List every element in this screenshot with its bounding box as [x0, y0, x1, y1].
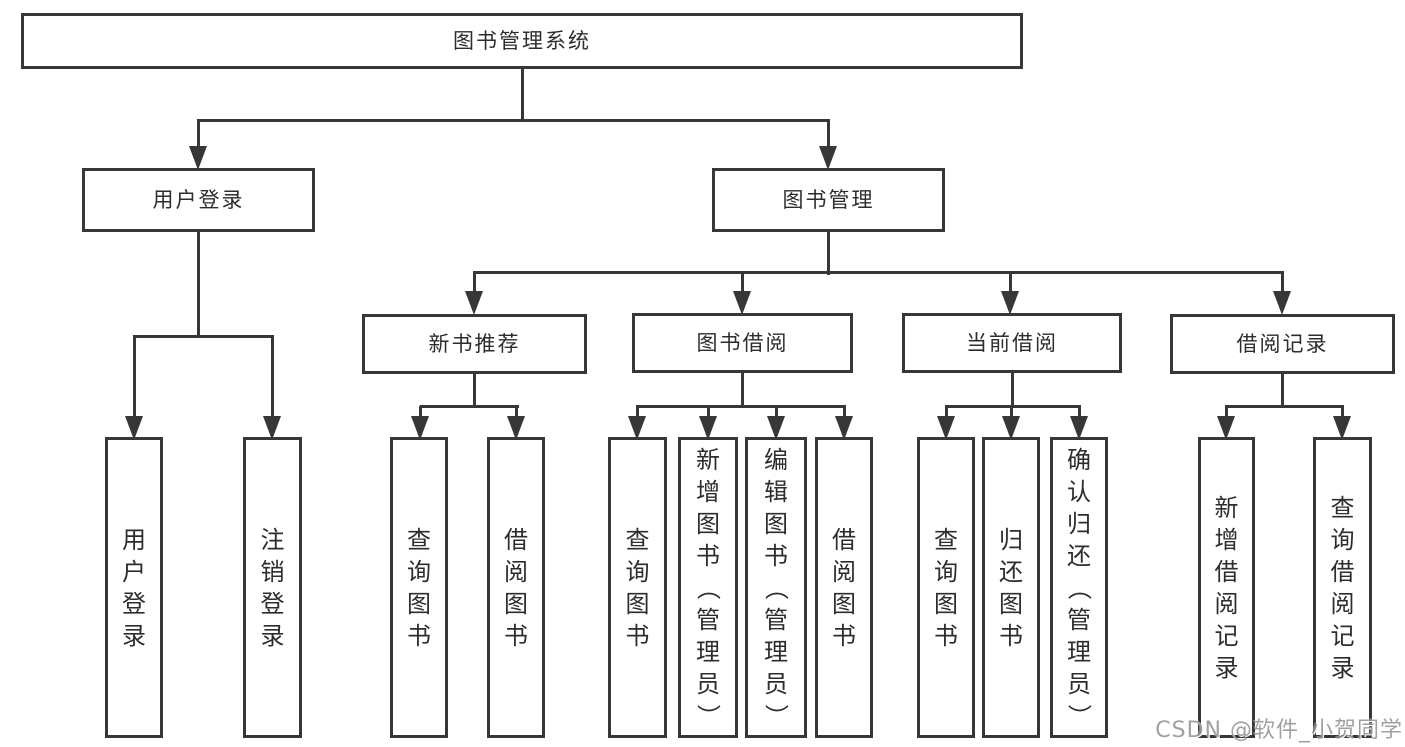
arrowhead-down-icon [411, 416, 429, 440]
arrowhead-down-icon [835, 416, 853, 440]
node-new-book-recommendation: 新书推荐 [362, 314, 587, 374]
node-leaf-add-borrow-record: 新增借阅记录 [1198, 437, 1255, 738]
node-label: 图书管理 [782, 187, 875, 212]
connector-line [1224, 404, 1344, 408]
node-book-management: 图书管理 [712, 168, 945, 232]
arrowhead-down-icon [1333, 416, 1351, 440]
connector-line [1280, 374, 1284, 408]
node-label: 用户登录 [152, 187, 245, 212]
node-label: 新书推荐 [428, 331, 521, 356]
node-label: 查询图书 [934, 525, 958, 650]
node-leaf-return-books: 归还图书 [982, 437, 1040, 738]
connector-line [1340, 406, 1344, 420]
node-label: 归还图书 [999, 525, 1023, 650]
node-label: 借阅图书 [504, 525, 528, 650]
arrowhead-down-icon [263, 416, 281, 440]
connector-line [1010, 373, 1014, 408]
node-label: 新增借阅记录 [1214, 493, 1239, 682]
node-leaf-query-books-3: 查询图书 [917, 437, 975, 738]
node-label: 借阅图书 [832, 525, 856, 650]
connector-line [270, 336, 274, 420]
connector-line [774, 406, 778, 420]
connector-line [196, 118, 830, 122]
node-leaf-borrow-books-1: 借阅图书 [487, 437, 545, 738]
node-leaf-add-books-admin: 新增图书（管理员） [678, 437, 738, 738]
arrowhead-down-icon [1273, 291, 1291, 315]
connector-line [514, 406, 518, 420]
node-label: 当前借阅 [966, 330, 1058, 355]
connector-line [419, 404, 519, 408]
connector-line [472, 270, 1284, 274]
connector-line [635, 404, 846, 408]
connector-line [706, 406, 710, 420]
node-library-management-system: 图书管理系统 [21, 13, 1023, 69]
connector-line [418, 406, 422, 420]
arrowhead-down-icon [819, 146, 837, 170]
arrowhead-down-icon [465, 291, 483, 315]
connector-line [132, 334, 274, 338]
arrowhead-down-icon [733, 291, 751, 315]
node-label: 用户登录 [122, 525, 146, 650]
node-book-borrowing: 图书借阅 [632, 313, 853, 373]
connector-line [196, 120, 200, 150]
node-leaf-edit-books-admin: 编辑图书（管理员） [745, 437, 807, 738]
connector-line [1077, 406, 1081, 420]
node-leaf-logout: 注销登录 [243, 437, 302, 738]
arrowhead-down-icon [699, 416, 717, 440]
arrowhead-down-icon [767, 416, 785, 440]
connector-line [842, 406, 846, 420]
connector-line [944, 404, 1081, 408]
arrowhead-down-icon [937, 416, 955, 440]
node-label: 新增图书（管理员） [694, 445, 722, 728]
connector-line [196, 232, 200, 338]
connector-line [472, 272, 476, 295]
node-label: 查询图书 [625, 525, 650, 650]
node-label: 图书管理系统 [453, 28, 591, 53]
connector-line [1009, 406, 1013, 420]
connector-line [740, 373, 744, 408]
arrowhead-down-icon [189, 146, 207, 170]
connector-line [132, 336, 136, 420]
arrowhead-down-icon [1001, 291, 1019, 315]
arrowhead-down-icon [628, 416, 646, 440]
node-leaf-query-borrow-record: 查询借阅记录 [1313, 437, 1372, 738]
connector-line [1224, 406, 1228, 420]
connector-line [635, 406, 639, 420]
connector-line [944, 406, 948, 420]
watermark: CSDN @软件_小贺同学 [1155, 718, 1403, 743]
arrowhead-down-icon [1002, 416, 1020, 440]
node-label: 注销登录 [260, 525, 285, 650]
connector-line [740, 272, 744, 295]
connector-line [826, 232, 830, 275]
node-label: 图书借阅 [696, 330, 789, 355]
node-label: 编辑图书（管理员） [762, 445, 790, 728]
node-leaf-query-books-2: 查询图书 [608, 437, 667, 738]
node-leaf-borrow-books-2: 借阅图书 [815, 437, 873, 738]
arrowhead-down-icon [1070, 416, 1088, 440]
connector-line [472, 374, 476, 408]
node-leaf-query-books-1: 查询图书 [390, 437, 448, 738]
node-leaf-user-login: 用户登录 [105, 437, 163, 738]
arrowhead-down-icon [1217, 416, 1235, 440]
connector-line [826, 120, 830, 150]
node-label: 确认归还（管理员） [1065, 445, 1093, 728]
arrowhead-down-icon [125, 416, 143, 440]
node-current-borrowing: 当前借阅 [902, 313, 1122, 373]
connector-line [1280, 272, 1284, 295]
node-user-login: 用户登录 [82, 168, 315, 232]
connector-line [520, 69, 524, 121]
connector-line [1008, 272, 1012, 295]
node-label: 查询图书 [407, 525, 431, 650]
arrowhead-down-icon [507, 416, 525, 440]
node-leaf-confirm-return-admin: 确认归还（管理员） [1050, 437, 1108, 738]
node-borrowing-records: 借阅记录 [1170, 314, 1395, 374]
node-label: 借阅记录 [1236, 331, 1329, 356]
node-label: 查询借阅记录 [1330, 493, 1355, 682]
